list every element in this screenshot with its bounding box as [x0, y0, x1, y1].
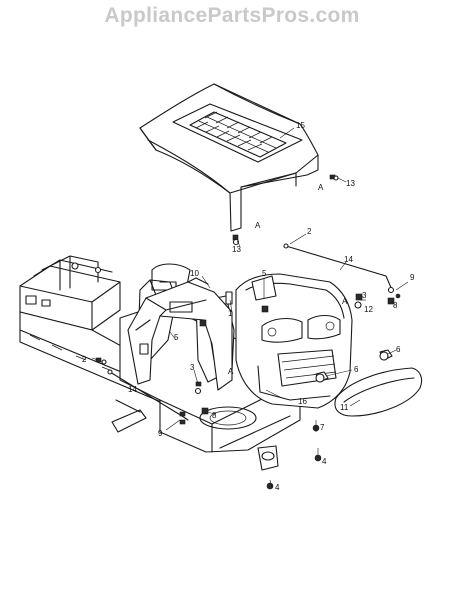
callout-a: A: [228, 367, 234, 376]
callout-7: 7: [320, 423, 325, 432]
dash-panel: [127, 277, 233, 391]
callout-14: 14: [128, 385, 137, 394]
callout-2: 2: [82, 355, 87, 364]
frame-assembly: [19, 255, 301, 471]
callout-6: 6: [396, 345, 401, 354]
hood-assembly: [139, 83, 339, 246]
callout-14: 14: [344, 255, 353, 264]
callout-15: 15: [296, 121, 305, 130]
callout-a: A: [342, 297, 348, 306]
fasteners: [95, 286, 401, 490]
callout-10: 10: [190, 269, 199, 278]
callout-a: A: [255, 221, 261, 230]
callout-3: 3: [190, 363, 195, 372]
callout-5: 5: [262, 269, 267, 278]
headlight-right: [307, 314, 341, 340]
callout-12: 12: [364, 305, 373, 314]
callout-4: 4: [322, 457, 327, 466]
callout-9: 9: [158, 429, 163, 438]
callout-6: 6: [354, 365, 359, 374]
callout-16: 16: [298, 397, 307, 406]
hood-grille: [189, 111, 287, 158]
watermark-logo: AppliancePartsPros.com: [104, 4, 360, 27]
callout-1: 1: [228, 309, 233, 318]
callout-8: 8: [393, 301, 398, 310]
callout-11: 11: [340, 403, 349, 412]
callout-4: 4: [275, 483, 280, 492]
callout-2: 2: [307, 227, 312, 236]
callout-5: 5: [174, 333, 179, 342]
callout-8: 8: [212, 411, 217, 420]
callout-13: 13: [346, 179, 355, 188]
leader-lines: [91, 127, 409, 489]
callout-13: 13: [232, 245, 241, 254]
support-rod-upper: [285, 245, 393, 291]
grille-housing: [235, 273, 353, 409]
hood-body: [139, 83, 319, 232]
callout-labels: 15 13 A A 13 2 14 9 10 5 A 3 8 12 1 5 2 …: [82, 121, 415, 492]
callout-a: A: [318, 183, 324, 192]
callout-3: 3: [362, 291, 367, 300]
callout-9: 9: [410, 273, 415, 282]
